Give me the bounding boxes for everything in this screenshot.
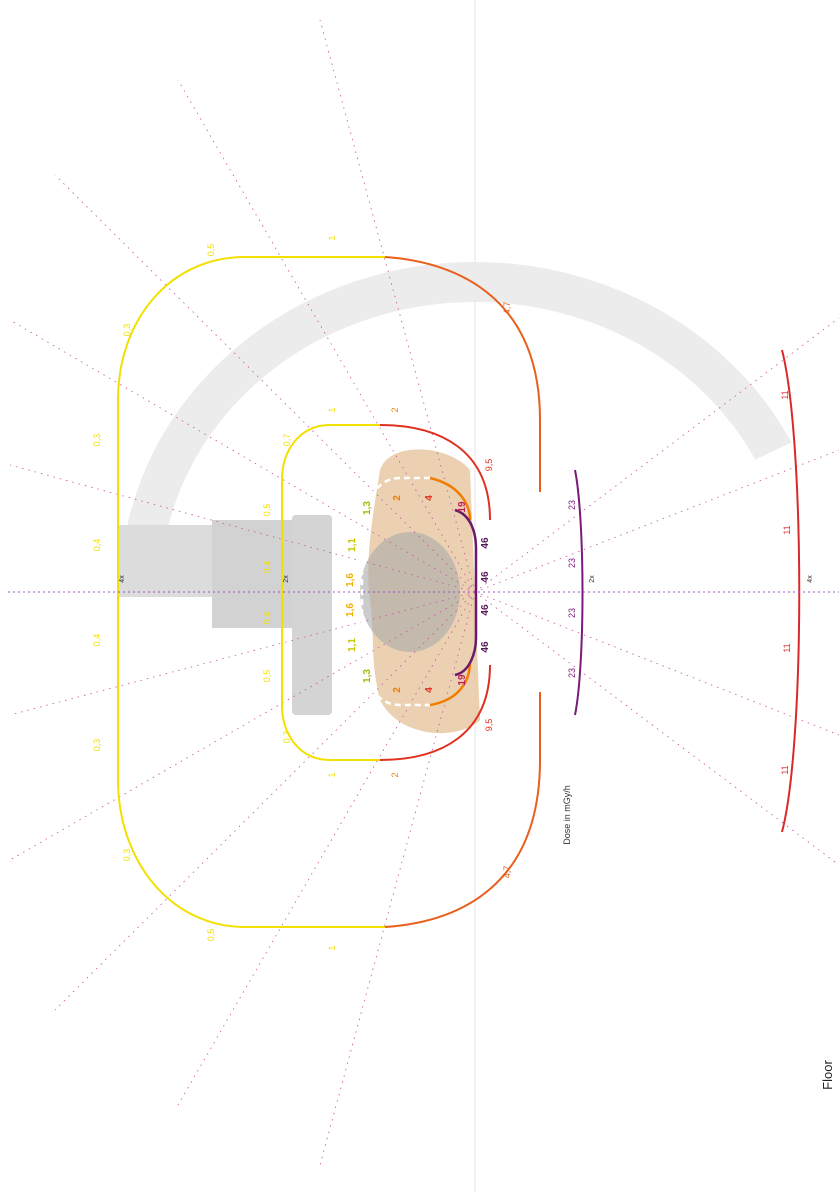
ray-line — [9, 319, 476, 593]
isodose-middle-red-top — [379, 424, 491, 521]
middle-label-bottom-1: 1 — [327, 772, 337, 777]
middle-label-2: 0,5 — [262, 504, 272, 517]
middle-label-4: 0,4 — [262, 612, 272, 625]
detector-block-1 — [118, 525, 218, 597]
inner-yellow-bottom: 1,6 — [345, 603, 356, 617]
inner-yellow-top: 1,6 — [345, 573, 356, 587]
ray-line — [54, 591, 476, 1011]
isodose-inner-white-dashed — [360, 476, 430, 707]
middle-label-bottom-2: 2 — [390, 772, 400, 777]
beam-far-4: 11 — [780, 765, 790, 774]
middle-label-1: 0,7 — [282, 434, 292, 447]
inner-center-4: 46 — [480, 641, 491, 653]
middle-label-top-1: 1 — [327, 407, 337, 412]
beam-near-2: 23 — [567, 558, 577, 568]
multiplier-4x-right: 4x — [807, 575, 814, 583]
table-plate — [292, 515, 332, 715]
ray-line — [177, 79, 476, 593]
middle-label-6: 0,7 — [282, 731, 292, 744]
isodose-inner-purple — [454, 508, 478, 677]
outer-label-3: 0,3 — [92, 434, 102, 447]
floor-label: Floor — [820, 1060, 835, 1090]
ray-lines — [9, 19, 839, 1166]
beam-near-3: 23 — [567, 608, 577, 618]
inner-red-bottom: 4 — [424, 687, 435, 693]
isodose-outer-orange-bottom — [384, 692, 541, 928]
ray-line — [474, 591, 839, 736]
isodose-middle-red-bottom — [379, 664, 491, 761]
beam-far-1: 11 — [780, 390, 790, 399]
beam-near-1: 23 — [567, 500, 577, 510]
isodose-outer-orange-top — [384, 256, 541, 492]
middle-label-3: 0,4 — [262, 561, 272, 574]
isodose-inner-orange-top — [429, 476, 472, 521]
inner-deep-bottom: 19 — [457, 674, 468, 686]
inner-green-top: 1,1 — [347, 538, 358, 552]
outer-label-6: 0,3 — [92, 739, 102, 752]
ray-line — [319, 19, 476, 593]
middle-label-edge-top: 9,5 — [484, 459, 494, 472]
inner-orange-top: 2 — [392, 495, 403, 501]
outer-label-top: 1 — [327, 235, 337, 240]
ray-line — [474, 317, 839, 593]
inner-red-top: 4 — [424, 495, 435, 501]
beam-arc-near — [574, 469, 584, 716]
outer-label-2: 0,3 — [122, 324, 132, 337]
ray-line — [474, 449, 839, 593]
ray-line — [54, 174, 476, 593]
inner-center-3: 46 — [480, 604, 491, 616]
beam-far-2: 11 — [782, 525, 792, 534]
multiplier-4x-left: 4x — [119, 575, 126, 583]
ray-line — [9, 464, 476, 593]
outer-label-4: 0,4 — [92, 539, 102, 552]
inner-green-bottom: 1,1 — [347, 638, 358, 652]
inner-olive-top: 1,3 — [362, 501, 373, 515]
unit-label: Dose in mGy/h — [562, 785, 572, 845]
isodose-middle-yellow — [281, 424, 380, 761]
isodose-inner-orange-bottom — [429, 661, 472, 707]
multiplier-2x-right: 2x — [589, 575, 596, 583]
multiplier-2x-left: 2x — [283, 575, 290, 583]
inner-center-2: 46 — [480, 571, 491, 583]
ray-line — [319, 591, 476, 1166]
outer-label-7: 0,3 — [122, 849, 132, 862]
middle-label-top-2: 2 — [390, 407, 400, 412]
isodose-outer-yellow — [117, 256, 385, 928]
inner-deep-top: 19 — [457, 501, 468, 513]
outer-label-edge-bottom: 4,7 — [502, 866, 512, 879]
outer-label-8: 0,5 — [206, 929, 216, 942]
middle-label-edge-bottom: 9,5 — [484, 719, 494, 732]
outer-label-5: 0,4 — [92, 634, 102, 647]
middle-label-5: 0,5 — [262, 670, 272, 683]
inner-orange-bottom: 2 — [392, 687, 403, 693]
outer-label-1: 0,5 — [206, 244, 216, 257]
ray-line — [177, 591, 476, 1106]
outer-label-edge-top: 4,7 — [502, 302, 512, 315]
ray-line — [474, 591, 839, 866]
inner-center-1: 46 — [480, 537, 491, 549]
beam-wedge — [475, 420, 839, 760]
inner-olive-bottom: 1,3 — [362, 669, 373, 683]
outer-label-bottom: 1 — [327, 945, 337, 950]
beam-near-4: 23 — [567, 668, 577, 678]
beam-far-3: 11 — [782, 643, 792, 652]
c-arm-shape — [120, 262, 830, 593]
